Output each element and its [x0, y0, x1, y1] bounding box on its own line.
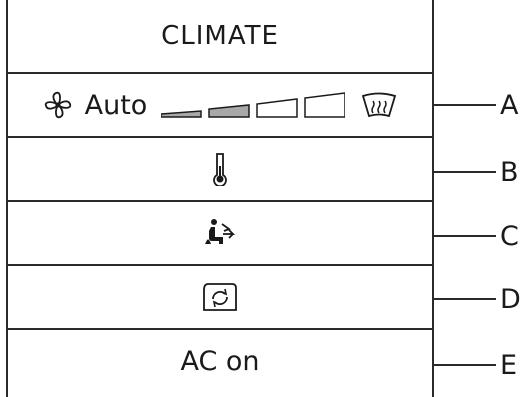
divider: [8, 264, 432, 266]
callout-label-b: B: [500, 157, 519, 188]
callout-line-e: [434, 364, 496, 366]
menu-title: CLIMATE: [161, 21, 279, 51]
divider: [8, 200, 432, 202]
menu-header: CLIMATE: [8, 0, 432, 72]
fan-speed-bars: [161, 91, 346, 119]
temperature-row[interactable]: [8, 138, 432, 200]
callout-line-c: [434, 235, 496, 237]
callout-line-b: [434, 171, 496, 173]
fan-speed-row[interactable]: Auto: [8, 74, 432, 136]
callout-line-d: [434, 298, 496, 300]
thermometer-icon: [213, 152, 227, 186]
auto-label: Auto: [84, 89, 148, 121]
divider: [8, 136, 432, 138]
divider: [8, 328, 432, 330]
ac-row[interactable]: AC on: [8, 330, 432, 392]
climate-menu-panel: CLIMATE Auto: [6, 0, 434, 397]
callout-label-c: C: [500, 221, 519, 252]
airflow-seat-icon: [203, 218, 237, 248]
divider: [8, 72, 432, 74]
airflow-row[interactable]: [8, 202, 432, 264]
windshield-defrost-icon: [361, 92, 397, 118]
callout-line-a: [434, 104, 496, 106]
callout-label-d: D: [500, 284, 521, 315]
recirculation-row[interactable]: [8, 266, 432, 328]
callout-label-a: A: [500, 90, 519, 121]
callout-label-e: E: [500, 350, 518, 381]
fan-icon: [43, 90, 73, 120]
recirculation-icon: [202, 282, 238, 312]
ac-status-label: AC on: [180, 345, 260, 377]
